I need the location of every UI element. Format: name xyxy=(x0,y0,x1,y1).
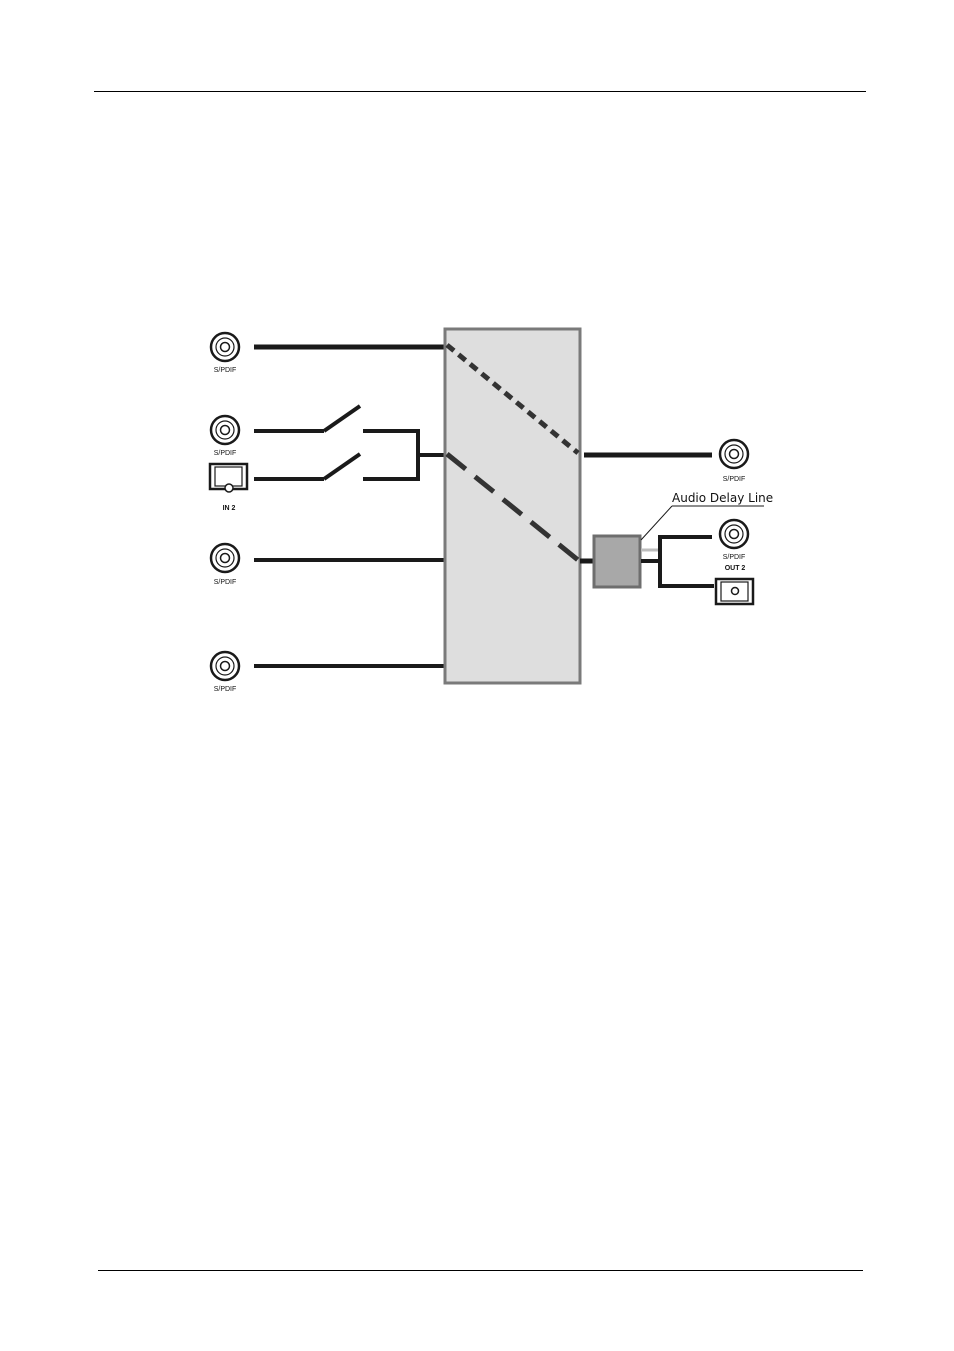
rca-jack-icon xyxy=(211,652,239,680)
input-3-label: S/PDIF xyxy=(214,579,237,586)
output-1-label: S/PDIF xyxy=(723,476,746,483)
output-2-coax-connector: S/PDIF OUT 2 xyxy=(720,520,748,572)
audio-delay-line-block xyxy=(594,536,640,587)
rca-jack-icon xyxy=(720,440,748,468)
input-3-connector: S/PDIF xyxy=(211,544,239,586)
input-2-coax-label: S/PDIF xyxy=(214,450,237,457)
input-1-label: S/PDIF xyxy=(214,367,237,374)
input-2-coax-connector: S/PDIF xyxy=(211,416,239,457)
output-1-connector: S/PDIF xyxy=(720,440,748,483)
rca-jack-icon xyxy=(211,544,239,572)
input-2-optical-connector: IN 2 xyxy=(210,464,247,512)
audio-delay-line-label: Audio Delay Line xyxy=(672,491,773,505)
input-4-label: S/PDIF xyxy=(214,686,237,693)
output-2-optical-connector xyxy=(716,579,753,604)
input-1-connector: S/PDIF xyxy=(211,333,239,374)
output-2-label: OUT 2 xyxy=(725,565,746,572)
output-2-branch xyxy=(641,535,714,588)
rca-jack-icon xyxy=(211,333,239,361)
toslink-jack-icon xyxy=(210,464,247,492)
input-4-connector: S/PDIF xyxy=(211,652,239,693)
input-2-label: IN 2 xyxy=(223,505,236,512)
rca-jack-icon xyxy=(720,520,748,548)
input-2-switch xyxy=(254,406,444,481)
output-2-coax-label: S/PDIF xyxy=(723,554,746,561)
rca-jack-icon xyxy=(211,416,239,444)
toslink-jack-icon xyxy=(716,579,753,604)
delay-callout-leader xyxy=(641,506,672,540)
